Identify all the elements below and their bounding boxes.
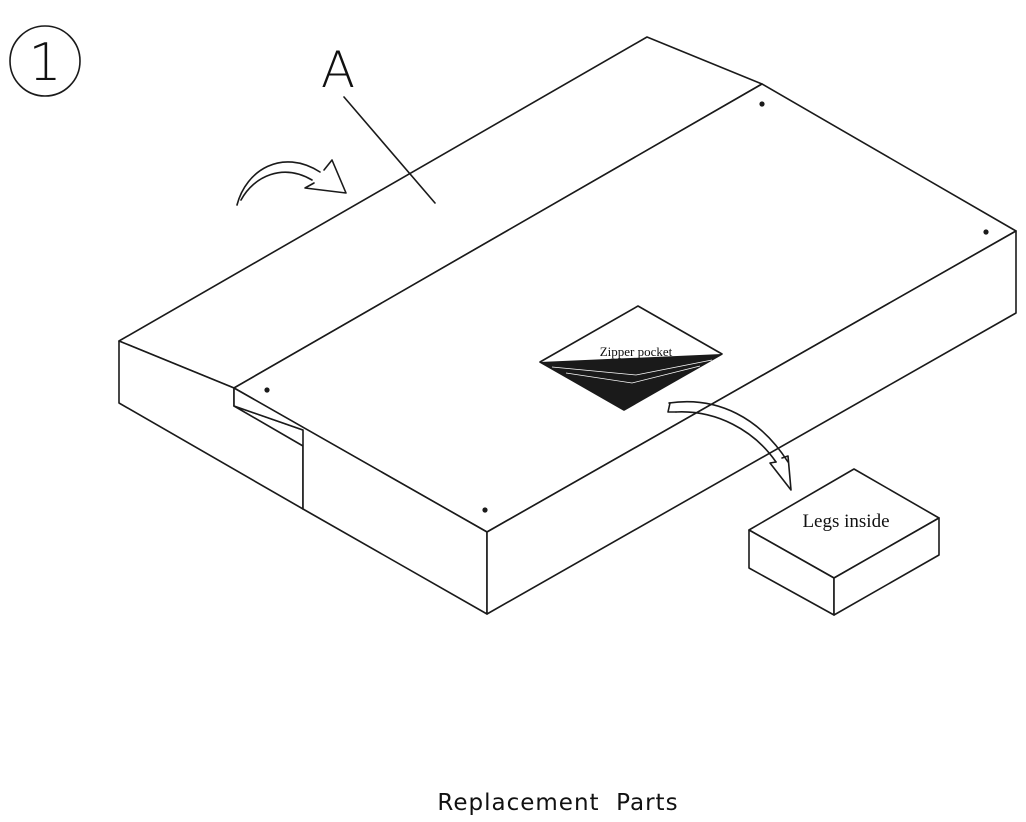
corner-dot: [983, 229, 989, 235]
pocket-to-legs-arrow-icon: [667, 401, 792, 491]
legs-box-right-face: [833, 517, 940, 616]
caption: Replacement Parts: [437, 790, 678, 816]
step-number: 1: [28, 33, 61, 93]
fold-arrow-icon: [236, 159, 347, 206]
step-circle: [9, 25, 81, 97]
part-a-leader-line: [343, 96, 436, 204]
corner-dot: [759, 101, 765, 107]
part-a-label: A: [321, 41, 355, 99]
part-a-callout: A: [321, 41, 436, 204]
corner-dot: [482, 507, 488, 513]
zipper-pocket-opening: [540, 354, 722, 410]
legs-box: Legs inside: [748, 468, 940, 616]
zipper-pocket-label: Zipper pocket: [600, 344, 673, 359]
step-badge: 1: [9, 25, 81, 97]
zipper-pocket: Zipper pocket: [539, 305, 723, 411]
corner-dot: [264, 387, 270, 393]
legs-box-label: Legs inside: [802, 511, 889, 532]
